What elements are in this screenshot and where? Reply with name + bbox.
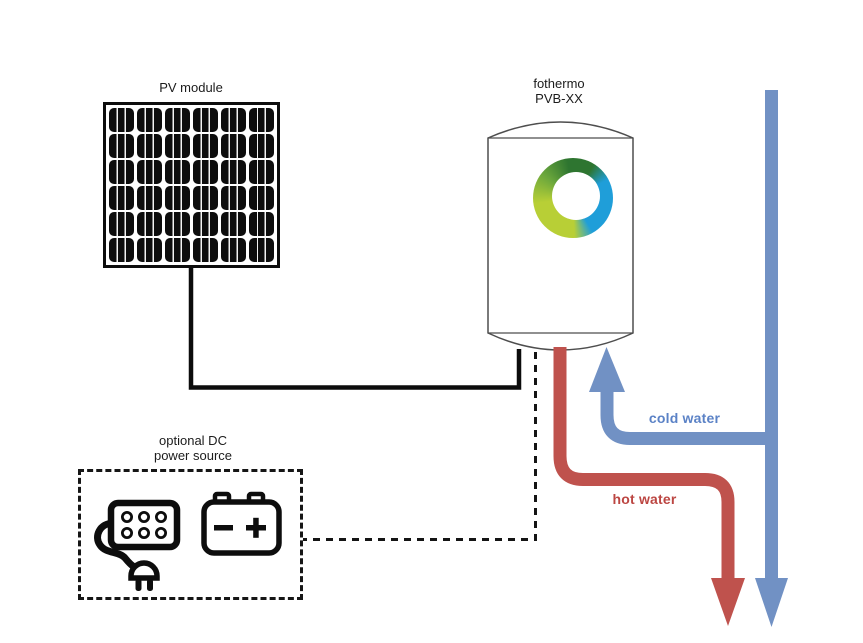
pv-cell (164, 108, 191, 132)
cold-water-label: cold water (648, 410, 721, 426)
pv-cell (136, 160, 163, 184)
pv-cell (109, 160, 135, 184)
boiler-label: fothermo PVB-XX (489, 76, 629, 106)
pv-cell (136, 238, 163, 262)
pv-cell (109, 186, 135, 210)
pv-cell (109, 238, 135, 262)
pv-cell (192, 212, 219, 236)
pv-cell (220, 160, 247, 184)
pv-module-grid (109, 108, 274, 262)
pv-cell (136, 134, 163, 158)
dc-source-box (78, 469, 303, 600)
battery-minus (214, 525, 233, 531)
pv-cell (248, 238, 274, 262)
cold-water-branch-pipe (600, 392, 777, 445)
power-supply-icon (94, 499, 181, 591)
battery-icon (201, 491, 282, 556)
pv-cell (248, 186, 274, 210)
arrow-up-icon (589, 347, 625, 392)
dc-source-label-line2: power source (153, 447, 233, 463)
boiler-label-line2: PVB-XX (535, 90, 583, 106)
pv-cell (248, 108, 274, 132)
pv-cell (164, 160, 191, 184)
hot-water-pipe (553, 347, 735, 580)
arrow-down-icon (711, 578, 745, 626)
pv-module-label: PV module (159, 80, 223, 95)
pv-cell (164, 238, 191, 262)
dc-source-label: optional DC power source (117, 433, 269, 463)
pv-cell (220, 238, 247, 262)
pv-cell (220, 186, 247, 210)
dc-source-label-line1: optional DC (159, 433, 227, 448)
pv-cell (136, 108, 163, 132)
pv-cell (164, 212, 191, 236)
pv-cell (192, 186, 219, 210)
pv-cell (220, 212, 247, 236)
arrow-down-icon (755, 578, 788, 627)
pv-cell (192, 238, 219, 262)
pv-cell (136, 212, 163, 236)
pv-cell (136, 186, 163, 210)
pv-cell (164, 186, 191, 210)
pv-wire (188, 268, 522, 390)
fothermo-logo-hole (552, 172, 600, 220)
dc-wire (303, 352, 537, 541)
pv-module-panel (103, 102, 280, 268)
pv-cell (109, 134, 135, 158)
pv-cell (248, 212, 274, 236)
pv-cell (220, 108, 247, 132)
pv-cell (164, 134, 191, 158)
pv-cell (109, 212, 135, 236)
pv-cell (192, 134, 219, 158)
hot-water-label: hot water (612, 491, 677, 507)
pv-cell (248, 160, 274, 184)
pv-cell (109, 108, 135, 132)
pv-cell (192, 108, 219, 132)
boiler-label-line1: fothermo (533, 76, 585, 91)
pv-cell (248, 134, 274, 158)
pv-cell (192, 160, 219, 184)
pv-cell (220, 134, 247, 158)
